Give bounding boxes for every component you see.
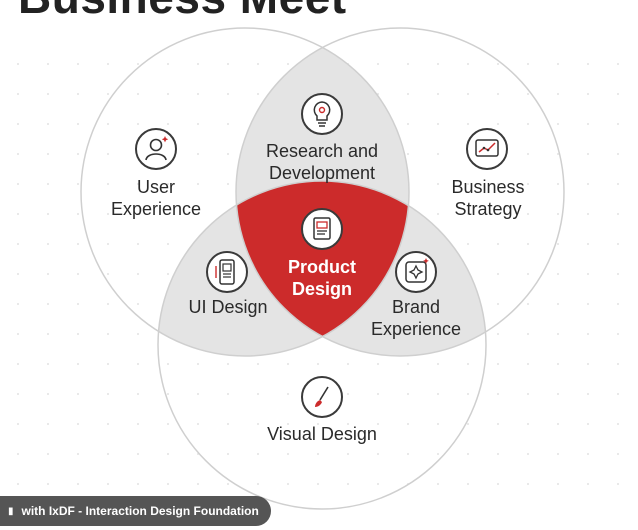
label-research-line2: Development [268,163,376,183]
circle-business-strategy [235,27,565,357]
label-ui-design: UI Design [168,296,288,318]
badge-icon: ▮ [8,505,14,517]
label-research-line1: Research and [265,141,379,161]
label-product-design: Product Design [262,256,382,300]
label-brand-line2: Experience [370,319,462,339]
attribution-badge[interactable]: ▮ with IxDF - Interaction Design Foundat… [0,496,271,526]
label-user-experience-line2: Experience [110,199,202,219]
label-product-line1: Product [287,257,356,277]
badge-text: with IxDF - Interaction Design Foundatio… [21,504,259,518]
document-icon [301,208,343,250]
trend-chart-icon [466,128,508,170]
user-icon [135,128,177,170]
sparkle-diamond-icon [395,251,437,293]
lightbulb-gear-icon [301,93,343,135]
label-product-line2: Design [291,279,352,299]
page-title: Business Meet [18,0,347,24]
label-visual-design: Visual Design [250,423,394,445]
mobile-layout-icon [206,251,248,293]
circle-visual-design [157,180,487,510]
label-user-experience: User Experience [96,176,216,220]
label-user-experience-line1: User [136,177,175,197]
circle-user-experience [80,27,410,357]
label-brand-experience: Brand Experience [356,296,476,340]
label-business-strategy: Business Strategy [428,176,548,220]
label-research-development: Research and Development [252,140,392,184]
label-ui-line1: UI Design [188,297,268,317]
paintbrush-icon [301,376,343,418]
label-visual-line1: Visual Design [267,424,377,444]
label-brand-line1: Brand [391,297,441,317]
label-business-line2: Strategy [454,199,522,219]
label-business-line1: Business [451,177,525,197]
